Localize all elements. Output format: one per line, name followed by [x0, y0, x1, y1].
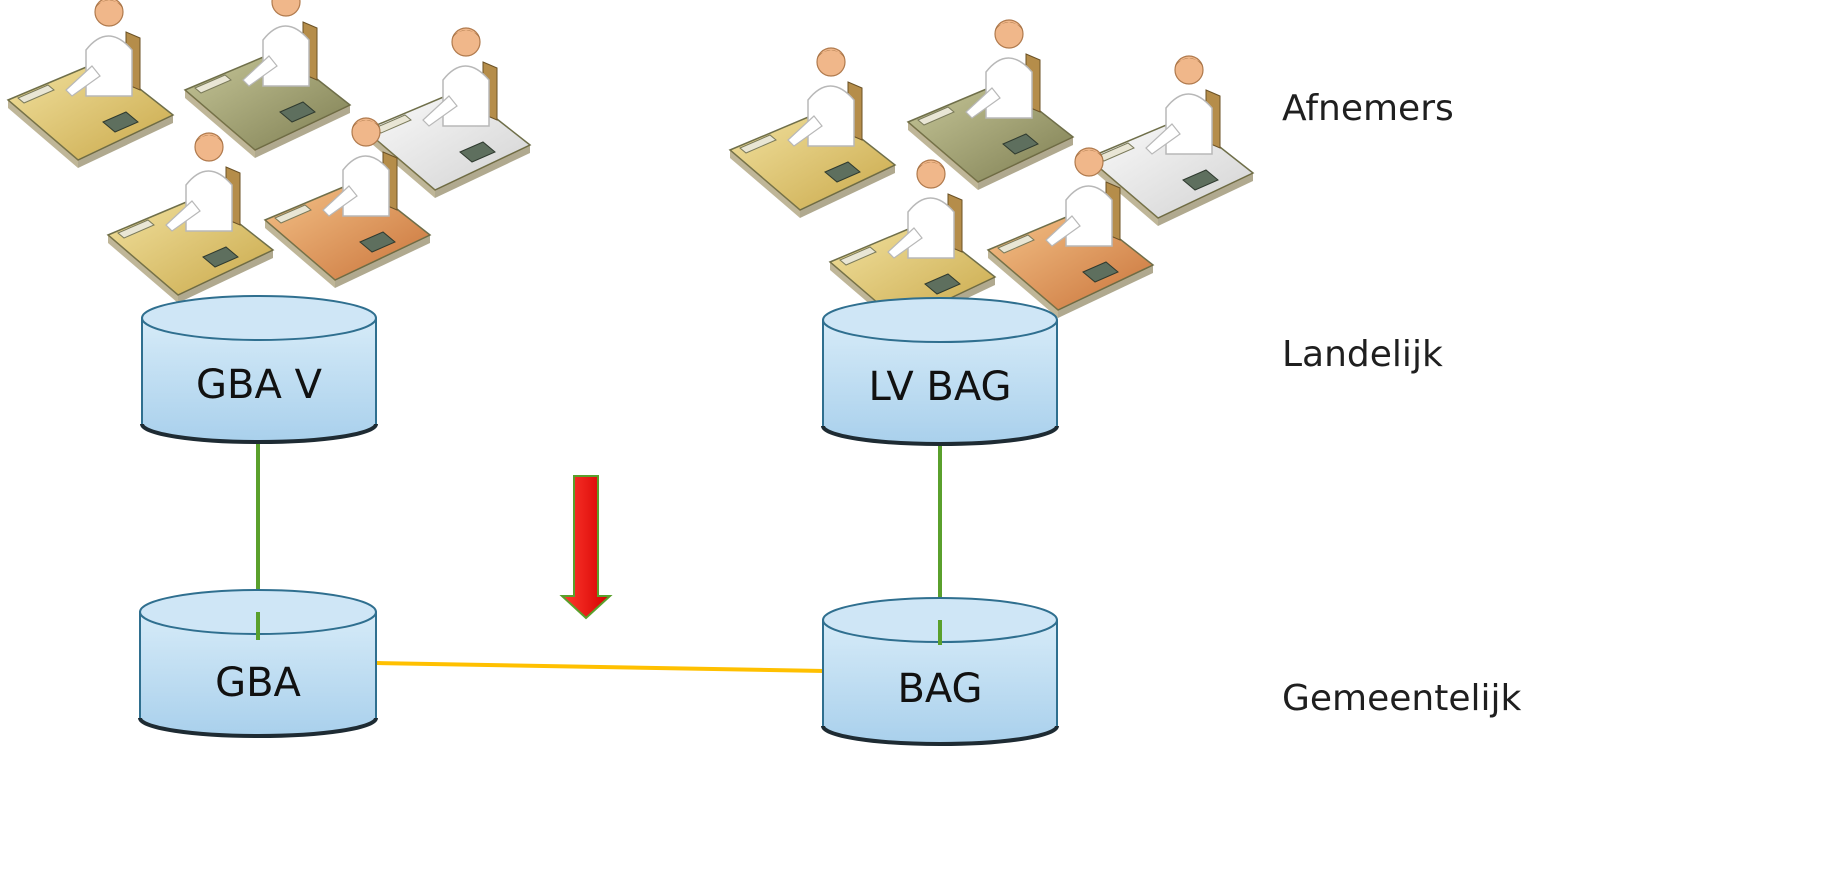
consumer-workstation-icon — [107, 132, 274, 304]
database-label: LV BAG — [868, 364, 1011, 410]
down-arrow-icon — [559, 475, 613, 620]
tier-label-national: Landelijk — [1282, 334, 1443, 375]
database-gba: GBA — [138, 589, 378, 738]
database-label: GBA V — [196, 362, 323, 408]
consumer-workstation-icon — [7, 0, 174, 169]
consumer-workstations-right — [729, 19, 1254, 331]
link-gba-to-bag — [376, 661, 826, 673]
tier-label-municipal: Gemeentelijk — [1282, 678, 1522, 719]
database-gba-v: GBA V — [140, 295, 378, 444]
database-lv-bag: LV BAG — [821, 297, 1059, 446]
database-bag: BAG — [821, 597, 1059, 746]
database-label: BAG — [897, 666, 982, 712]
tier-label-consumers: Afnemers — [1282, 88, 1454, 129]
consumer-workstation-icon — [729, 47, 896, 219]
database-label: GBA — [215, 660, 301, 706]
consumer-workstations-left — [7, 0, 531, 304]
